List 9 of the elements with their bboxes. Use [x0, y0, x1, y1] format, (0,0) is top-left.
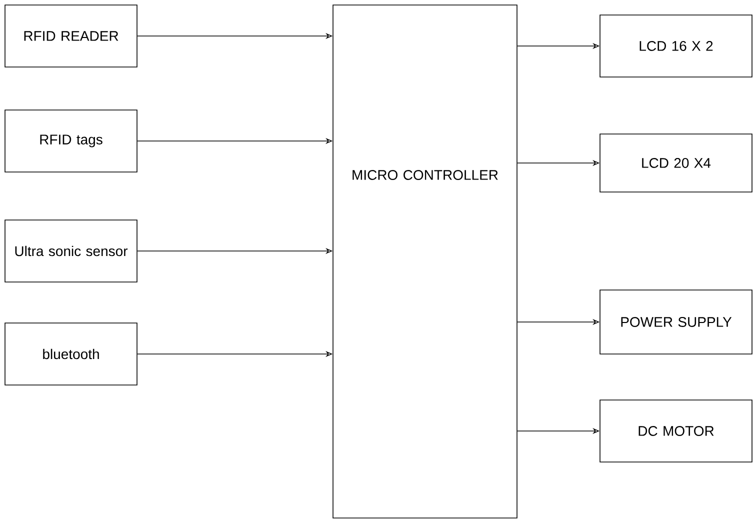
output-box: LCD 20 X4 — [600, 134, 752, 192]
output-box: POWER SUPPLY — [600, 290, 752, 354]
input-box: Ultra sonic sensor — [4, 220, 138, 282]
input-box: bluetooth — [4, 322, 138, 386]
input-box: RFID tags — [4, 110, 138, 172]
output-box: LCD 16 X 2 — [600, 14, 752, 78]
output-box: DC MOTOR — [600, 400, 752, 462]
controller-box: MICRO CONTROLLER — [332, 4, 518, 518]
input-box: RFID READER — [4, 4, 138, 68]
